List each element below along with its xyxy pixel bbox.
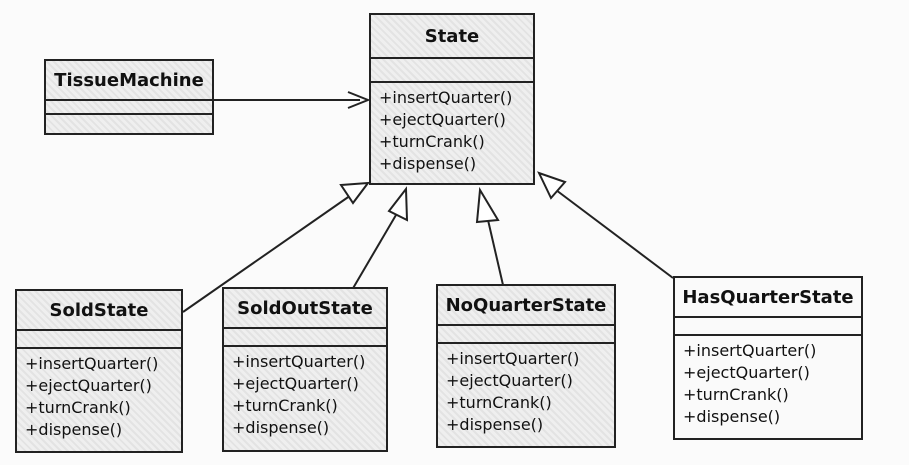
operation: +ejectQuarter() [25, 376, 152, 395]
operation: +turnCrank() [446, 393, 552, 412]
operation: +turnCrank() [232, 396, 338, 415]
class-name: SoldOutState [224, 289, 386, 329]
operations-compartment: +insertQuarter() +ejectQuarter() +turnCr… [371, 83, 533, 175]
operation: +turnCrank() [25, 398, 131, 417]
operations-compartment: +insertQuarter() +ejectQuarter() +turnCr… [17, 349, 181, 441]
operation: +turnCrank() [683, 385, 789, 404]
operation: +turnCrank() [379, 132, 485, 151]
hasquarterstate-class: HasQuarterState +insertQuarter() +ejectQ… [673, 276, 863, 440]
generalization-arrowhead-soldstate [339, 181, 371, 205]
class-name: TissueMachine [46, 61, 212, 101]
attributes-compartment [46, 101, 212, 115]
operation: +insertQuarter() [25, 354, 159, 373]
operations-compartment [46, 115, 212, 129]
generalization-line-noquarterstate [487, 219, 504, 286]
operations-compartment: +insertQuarter() +ejectQuarter() +turnCr… [224, 347, 386, 439]
operation: +ejectQuarter() [379, 110, 506, 129]
soldstate-class: SoldState +insertQuarter() +ejectQuarter… [15, 289, 183, 453]
generalization-line-hasquarterstate [555, 189, 674, 279]
operation: +insertQuarter() [232, 352, 366, 371]
operation: +ejectQuarter() [232, 374, 359, 393]
operation: +dispense() [446, 415, 544, 434]
attributes-compartment [675, 318, 861, 336]
class-name: SoldState [17, 291, 181, 331]
operation: +ejectQuarter() [683, 363, 810, 382]
generalization-line-soldoutstate [351, 214, 397, 291]
generalization-arrowhead-soldoutstate [387, 186, 409, 222]
soldoutstate-class: SoldOutState +insertQuarter() +ejectQuar… [222, 287, 388, 452]
class-name: State [371, 15, 533, 59]
attributes-compartment [438, 326, 614, 344]
class-name: NoQuarterState [438, 286, 614, 326]
association-arrowhead [347, 91, 371, 109]
operation: +ejectQuarter() [446, 371, 573, 390]
tissuemachine-class: TissueMachine [44, 59, 214, 135]
operation: +insertQuarter() [683, 341, 817, 360]
generalization-line-soldstate [182, 192, 355, 313]
operation: +dispense() [379, 154, 477, 173]
operations-compartment: +insertQuarter() +ejectQuarter() +turnCr… [438, 344, 614, 436]
attributes-compartment [371, 59, 533, 83]
generalization-arrowhead-hasquarterstate [537, 171, 567, 200]
class-name: HasQuarterState [675, 278, 861, 318]
attributes-compartment [224, 329, 386, 347]
attributes-compartment [17, 331, 181, 349]
operation: +dispense() [683, 407, 781, 426]
operation: +insertQuarter() [379, 88, 513, 107]
operation: +dispense() [232, 418, 330, 437]
operation: +dispense() [25, 420, 123, 439]
noquarterstate-class: NoQuarterState +insertQuarter() +ejectQu… [436, 284, 616, 448]
operations-compartment: +insertQuarter() +ejectQuarter() +turnCr… [675, 336, 861, 428]
operation: +insertQuarter() [446, 349, 580, 368]
generalization-arrowhead-noquarterstate [475, 186, 500, 224]
state-class: State +insertQuarter() +ejectQuarter() +… [369, 13, 535, 185]
